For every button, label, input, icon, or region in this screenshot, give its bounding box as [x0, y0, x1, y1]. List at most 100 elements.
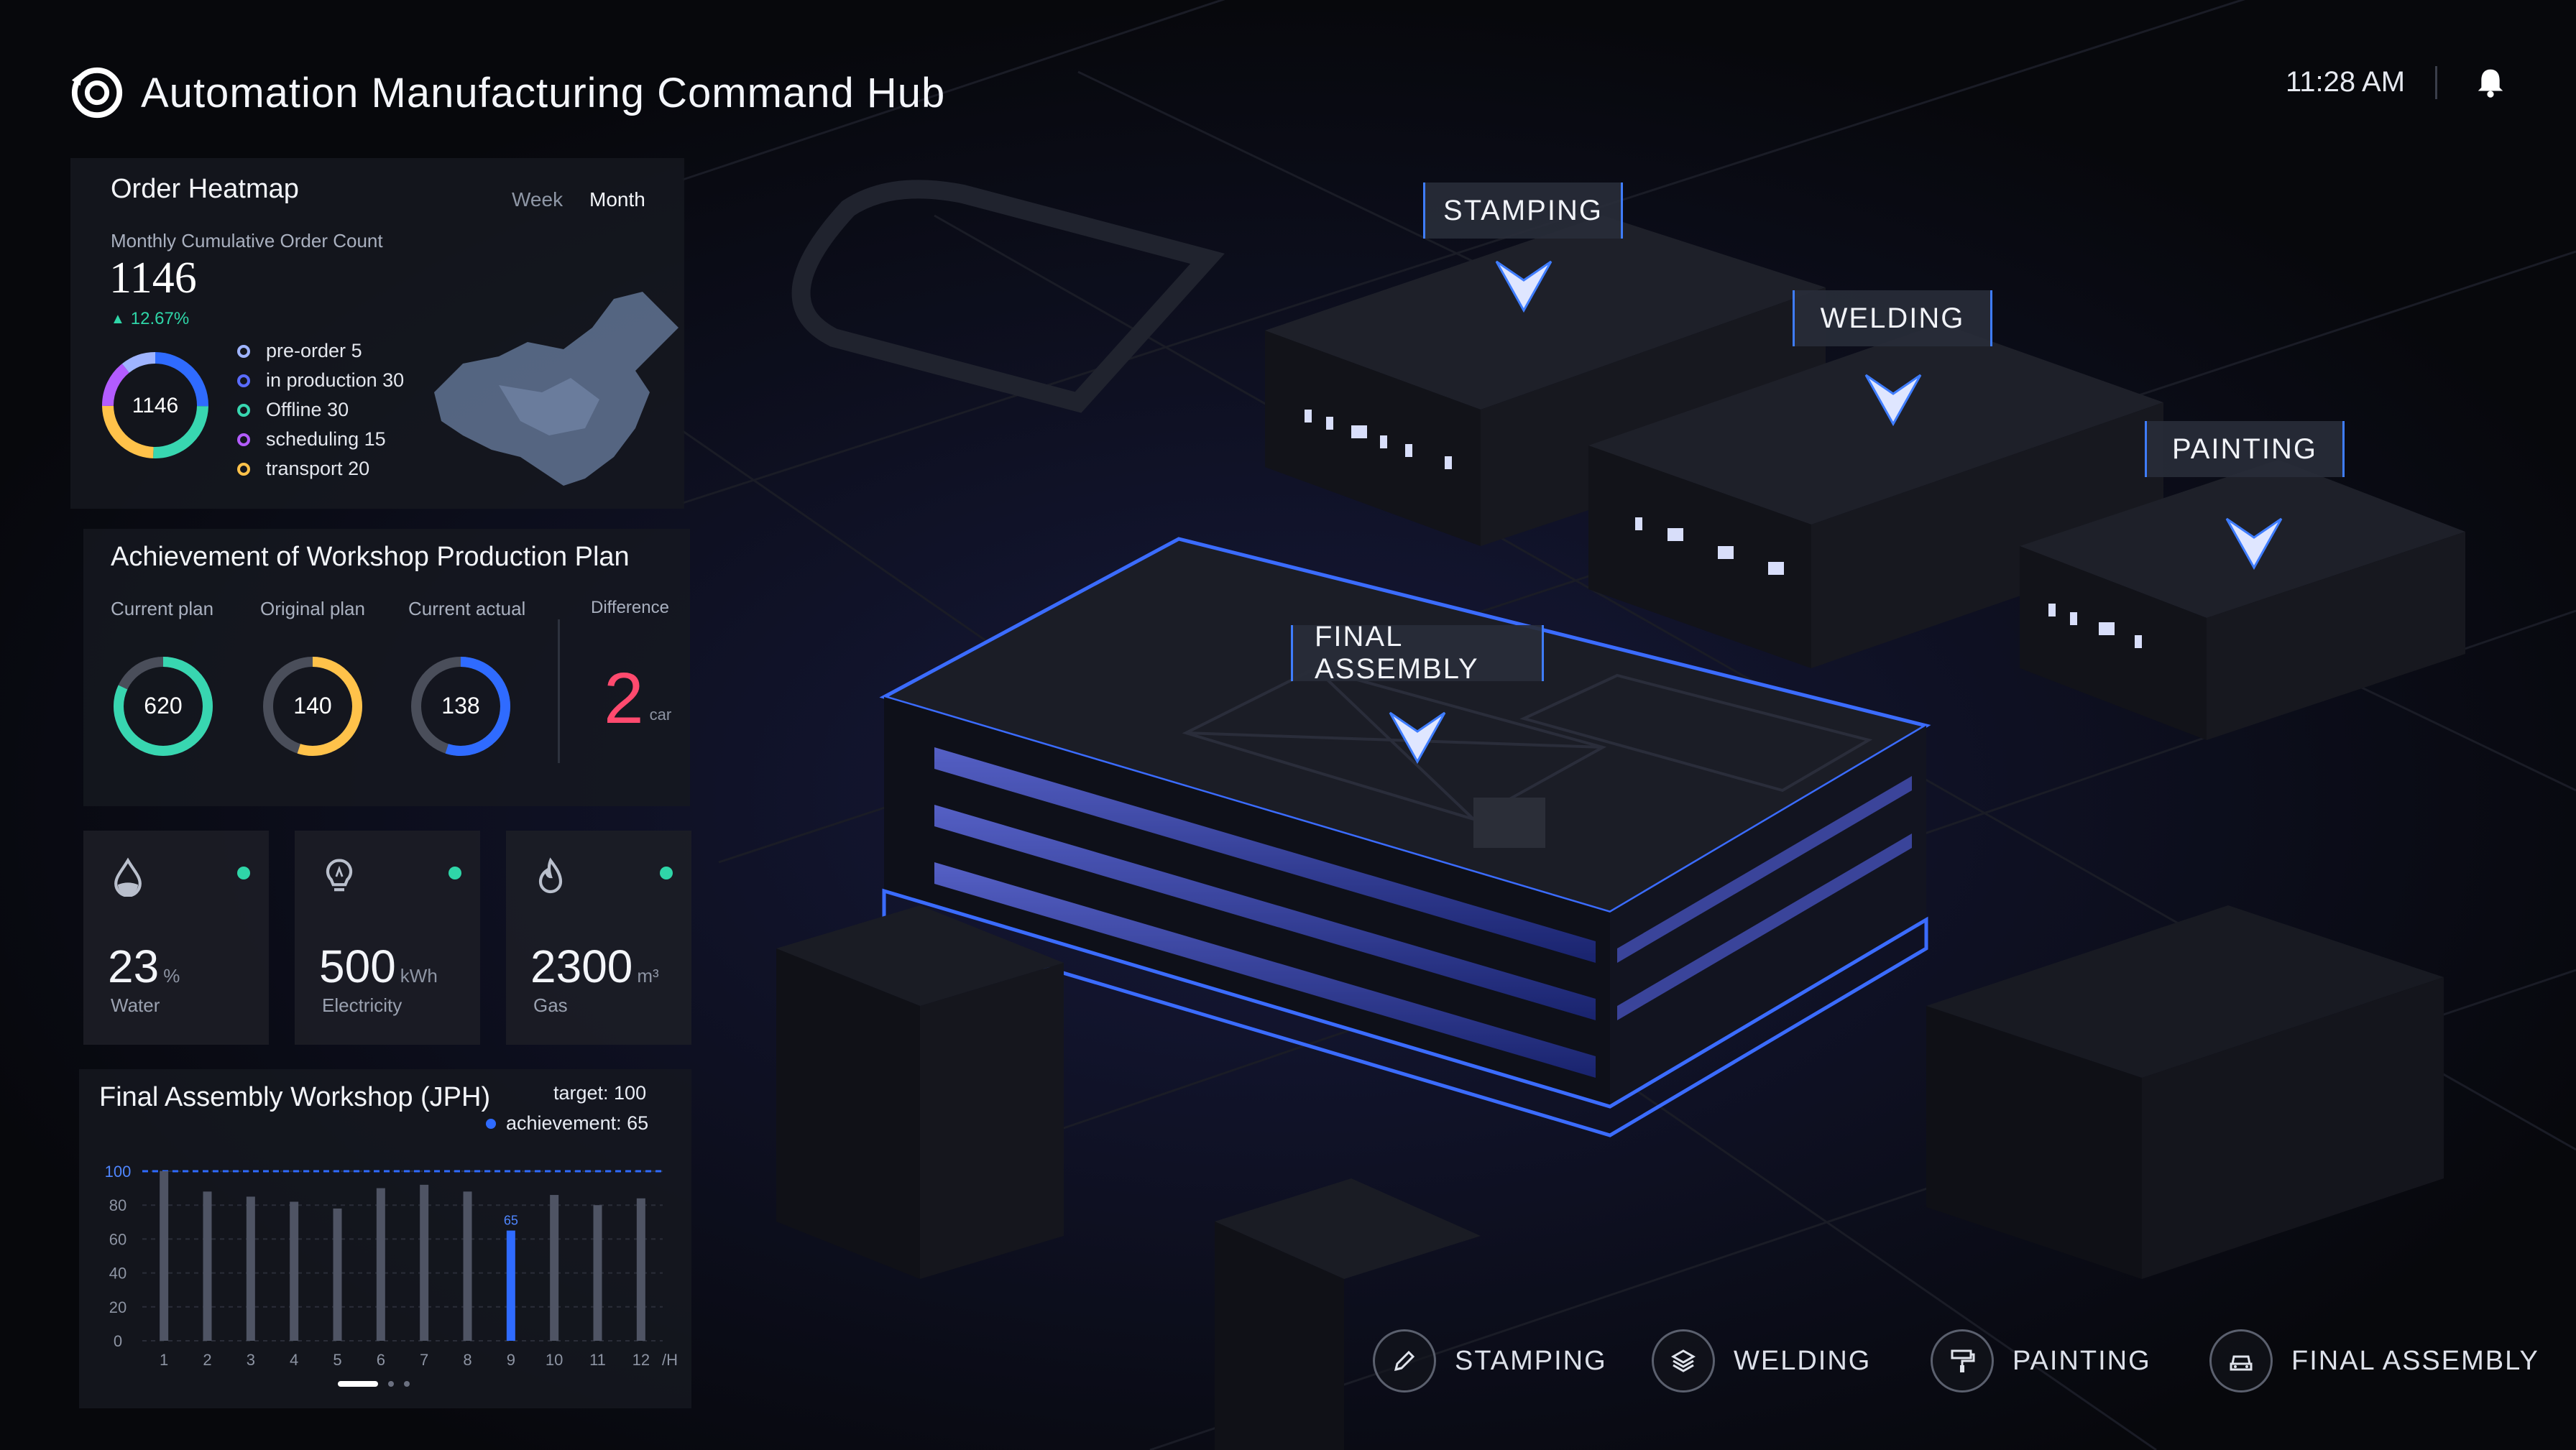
map-label-welding[interactable]: WELDING: [1793, 290, 1992, 346]
legend-label: scheduling: [266, 428, 359, 450]
bar: [550, 1195, 559, 1341]
metric-card-water: 23%Water: [83, 831, 269, 1045]
x-tick-label: 3: [247, 1351, 255, 1369]
difference-value: 2: [604, 658, 644, 739]
order-heatmap-title: Order Heatmap: [111, 174, 299, 204]
cumulative-label: Monthly Cumulative Order Count: [111, 230, 383, 251]
y-tick-label: 80: [109, 1196, 126, 1214]
bar: [290, 1201, 299, 1341]
legend-dot: [237, 433, 250, 446]
x-tick-label: 6: [377, 1351, 385, 1369]
legend-dot: [237, 344, 250, 358]
difference-display: 2 car: [604, 662, 671, 734]
nav-stamping[interactable]: STAMPING: [1373, 1326, 1607, 1395]
x-tick-label: 8: [463, 1351, 472, 1369]
bell-icon[interactable]: [2474, 66, 2507, 99]
nav-painting[interactable]: PAINTING: [1931, 1326, 2151, 1395]
metric-unit: kWh: [400, 965, 438, 987]
legend-item: Offline 30: [237, 395, 404, 425]
x-tick-label: 2: [203, 1351, 211, 1369]
bar: [160, 1171, 169, 1341]
metric-label: Electricity: [322, 994, 402, 1016]
legend-dot: [237, 462, 250, 476]
status-dot: [237, 867, 250, 879]
gauge-value: 138: [441, 693, 480, 719]
map-label-stamping[interactable]: STAMPING: [1423, 183, 1623, 239]
nav-welding-label: WELDING: [1734, 1345, 1872, 1376]
gauge-ring: [263, 657, 362, 756]
app-title: Automation Manufacturing Command Hub: [141, 69, 946, 116]
order-donut: [102, 352, 208, 458]
legend-label: Offline: [266, 399, 322, 420]
legend-value: 30: [327, 399, 349, 420]
gauge-ring: [411, 657, 510, 756]
tab-week[interactable]: Week: [512, 188, 564, 211]
pagination-dot[interactable]: [388, 1381, 394, 1387]
bar: [636, 1198, 645, 1341]
y-tick-label: 40: [109, 1265, 126, 1283]
pagination-dot[interactable]: [338, 1381, 378, 1387]
gauge-value: 140: [293, 693, 332, 719]
difference-label: Difference: [591, 598, 669, 617]
nav-stamping-label: STAMPING: [1455, 1345, 1607, 1376]
legend-item: in production 30: [237, 366, 404, 395]
welding-marker-icon: [1864, 374, 1922, 427]
gauge-label: Original plan: [260, 598, 365, 619]
clock: 11:28 AM: [2286, 66, 2406, 98]
legend-value: 15: [364, 428, 386, 450]
pagination-dot[interactable]: [404, 1381, 410, 1387]
growth-indicator: ▲ 12.67%: [111, 309, 189, 329]
jph-achievement-label: achievement: 65: [506, 1112, 649, 1134]
nav-welding[interactable]: WELDING: [1652, 1326, 1871, 1395]
bar: [246, 1196, 255, 1341]
x-tick-label: 9: [507, 1351, 515, 1369]
production-plan-title: Achievement of Workshop Production Plan: [111, 542, 630, 572]
legend-value: 5: [351, 340, 362, 361]
x-tick-label: 4: [290, 1351, 298, 1369]
tab-month[interactable]: Month: [589, 188, 645, 211]
map-label-painting[interactable]: PAINTING: [2145, 421, 2345, 477]
layers-icon: [1652, 1329, 1715, 1393]
metric-value: 23: [108, 941, 160, 992]
legend-label: transport: [266, 458, 343, 479]
painting-marker-icon: [2225, 517, 2283, 571]
paint-roller-icon: [1931, 1329, 1994, 1393]
legend-item: pre-order 5: [237, 336, 404, 366]
jph-target-label: target: 100: [553, 1082, 647, 1104]
metric-value-row: 23%: [108, 940, 180, 993]
gauge-value: 620: [144, 693, 183, 719]
order-total: 1146: [109, 254, 197, 303]
legend-dot: [237, 403, 250, 417]
map-label-final-assembly[interactable]: FINAL ASSEMBLY: [1291, 621, 1544, 685]
x-tick-label: 10: [546, 1351, 563, 1369]
legend-value: 20: [348, 458, 370, 479]
bar: [333, 1208, 342, 1341]
x-tick-label: 1: [160, 1351, 168, 1369]
production-plan-panel: Achievement of Workshop Production Plan …: [83, 529, 690, 806]
legend-spacer: [346, 340, 351, 362]
car-icon: [2209, 1329, 2273, 1393]
header-divider: [2435, 66, 2437, 99]
gauge-ring: [114, 657, 213, 756]
legend-label: pre-order: [266, 340, 346, 361]
bar: [203, 1191, 212, 1341]
bar: [463, 1191, 472, 1341]
nav-final-assembly[interactable]: FINAL ASSEMBLY: [2209, 1326, 2539, 1395]
x-tick-label: 11: [589, 1351, 606, 1369]
metric-label: Water: [111, 994, 160, 1016]
jph-title: Final Assembly Workshop (JPH): [99, 1082, 491, 1112]
metric-label: Gas: [533, 994, 568, 1016]
gauge-label: Current plan: [111, 598, 214, 619]
lightbulb-icon: [326, 859, 353, 892]
y-tick-label: 20: [109, 1298, 126, 1316]
bar: [420, 1184, 429, 1341]
legend-item: scheduling 15: [237, 425, 404, 454]
data-label: 65: [504, 1214, 518, 1228]
app-header: Automation Manufacturing Command Hub: [69, 60, 945, 125]
status-dot: [660, 867, 673, 879]
